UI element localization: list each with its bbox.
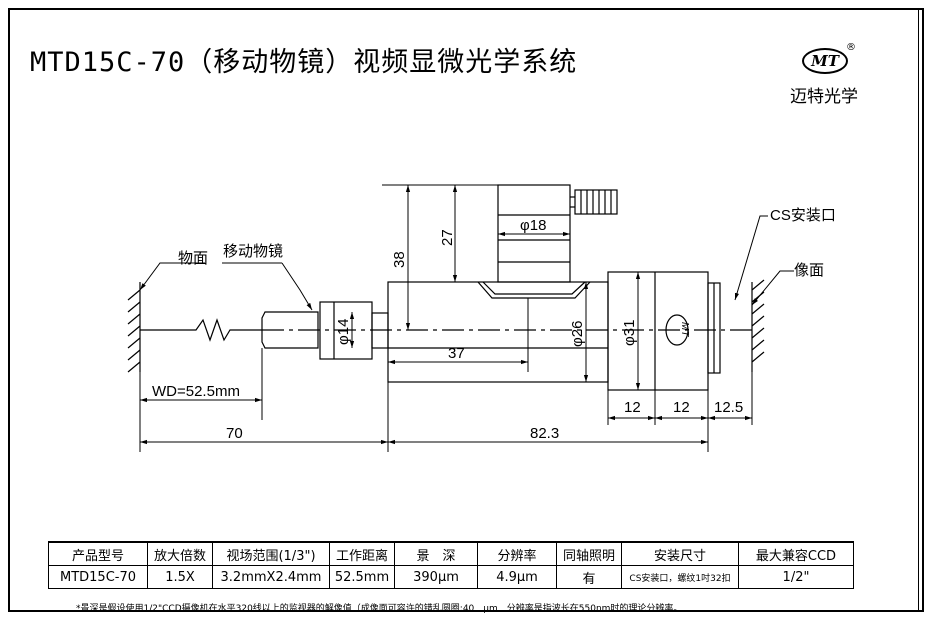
adjustment-knob	[574, 189, 618, 215]
optical-axis-zigzag	[140, 318, 262, 342]
header-field-of-view: 视场范围(1/3")	[212, 541, 330, 566]
dim-82-3: 82.3	[530, 425, 559, 442]
brand-name: 迈特光学	[790, 87, 858, 107]
spec-table: 产品型号 放大倍数 视场范围(1/3") 工作距离 景 深 分辨率 同轴照明 安…	[48, 541, 854, 589]
header-product-model: 产品型号	[48, 541, 148, 566]
label-image-plane: 像面	[794, 262, 824, 279]
cell-product-model: MTD15C-70	[48, 565, 148, 589]
label-moving-objective: 移动物镜	[223, 242, 283, 260]
header-working-distance: 工作距离	[329, 541, 395, 566]
dim-38: 38	[391, 251, 408, 268]
dim-12-second: 12	[673, 399, 690, 416]
dim-27: 27	[439, 229, 456, 246]
cell-resolution: 4.9μm	[477, 565, 557, 589]
label-object-plane: 物面	[178, 250, 208, 267]
drawing-frame-outer-line	[918, 8, 923, 612]
footnote: *景深是假设使用1/2"CCD摄像机在水平320线以上的监视器的解像值（成像面可…	[76, 604, 683, 614]
cell-magnification: 1.5X	[147, 565, 213, 589]
logo-registered-mark: ®	[846, 42, 856, 53]
brand-logo: MT ® 迈特光学	[790, 40, 860, 110]
header-magnification: 放大倍数	[147, 541, 213, 566]
cell-working-distance: 52.5mm	[329, 565, 395, 589]
header-depth-of-field: 景 深	[394, 541, 478, 566]
drawing-title: MTD15C-70（移动物镜）视频显微光学系统	[30, 47, 578, 78]
dim-d31: φ31	[621, 320, 638, 346]
dim-37: 37	[448, 345, 465, 362]
cell-coaxial-illumination: 有	[556, 565, 622, 589]
dim-12-first: 12	[624, 399, 641, 416]
dim-12-5: 12.5	[714, 399, 743, 416]
objective-nose	[261, 311, 319, 349]
header-coaxial-illumination: 同轴照明	[556, 541, 622, 566]
header-mount-size: 安装尺寸	[621, 541, 739, 566]
dim-70: 70	[226, 425, 243, 442]
spec-table-row: MTD15C-70 1.5X 3.2mmX2.4mm 52.5mm 390μm …	[48, 565, 854, 589]
header-resolution: 分辨率	[477, 541, 557, 566]
label-wd: WD=52.5mm	[152, 383, 240, 400]
image-plane-hatch	[751, 279, 765, 372]
dim-d18: φ18	[520, 217, 546, 234]
cell-field-of-view: 3.2mmX2.4mm	[212, 565, 330, 589]
cell-depth-of-field: 390μm	[394, 565, 478, 589]
cell-max-ccd: 1/2"	[738, 565, 854, 589]
drawing-frame	[8, 8, 924, 612]
body-logo-mark: MT	[679, 322, 690, 337]
spec-table-header-row: 产品型号 放大倍数 视场范围(1/3") 工作距离 景 深 分辨率 同轴照明 安…	[48, 541, 854, 566]
cell-mount-size: CS安装口，螺纹1吋32扣	[621, 565, 739, 589]
body-logo-outline	[665, 314, 689, 346]
dim-d26: φ26	[569, 321, 586, 347]
logo-mark: MT	[802, 48, 848, 74]
object-plane-hatch	[127, 282, 141, 373]
label-cs-mount: CS安装口	[770, 207, 836, 224]
dim-d14: φ14	[335, 319, 352, 345]
header-max-ccd: 最大兼容CCD	[738, 541, 854, 566]
